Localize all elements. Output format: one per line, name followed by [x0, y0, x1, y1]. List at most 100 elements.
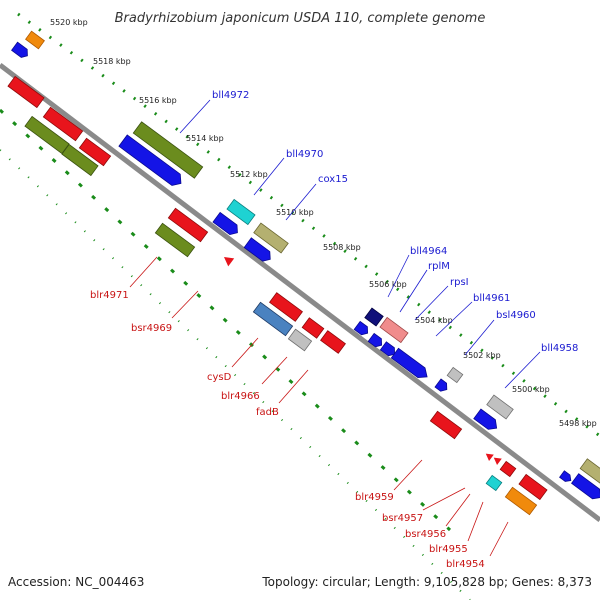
leader-line [278, 369, 309, 404]
gene-red-small[interactable] [483, 450, 494, 461]
gene-label[interactable]: blr4955 [429, 544, 468, 555]
gene-blue[interactable] [243, 237, 274, 264]
kbp-tick: 5516 kbp [139, 96, 177, 105]
reverse-labels: blr4971 bsr4969 cysD blr4966 fadB blr495… [90, 256, 509, 570]
gene-khaki[interactable] [253, 222, 289, 254]
gene-blue[interactable] [390, 347, 430, 381]
leader-line [253, 157, 285, 196]
gene-label[interactable]: bll4970 [286, 149, 323, 160]
gene-pink[interactable] [379, 316, 409, 344]
gene-label[interactable]: rpsI [450, 277, 469, 288]
gene-red[interactable] [499, 460, 517, 478]
kbp-tick: 5508 kbp [323, 243, 361, 252]
kbp-tick: 5498 kbp [559, 419, 597, 428]
gene-blue[interactable] [473, 408, 500, 433]
leader-line [467, 501, 484, 542]
genome-backbone [0, 63, 600, 522]
leader-line [435, 301, 473, 337]
gene-blue[interactable] [353, 320, 370, 337]
gene-label[interactable]: bll4961 [473, 293, 510, 304]
leader-line [422, 487, 466, 511]
leader-line [387, 254, 410, 298]
inner-dotted-track [0, 149, 471, 600]
leader-line [285, 183, 317, 221]
gene-red-small[interactable] [491, 454, 502, 465]
track-guides [0, 12, 600, 600]
gene-blue[interactable] [559, 470, 574, 484]
kbp-tick: 5506 kbp [369, 280, 407, 289]
gene-label[interactable]: fadB [256, 407, 279, 418]
gene-blue[interactable] [118, 134, 185, 189]
gene-red[interactable] [78, 137, 112, 167]
gene-orange[interactable] [504, 486, 538, 516]
kbp-tick: 5510 kbp [276, 208, 314, 217]
gene-label[interactable]: bsr4956 [405, 529, 446, 540]
leader-line [399, 269, 428, 313]
leader-line [179, 99, 211, 134]
gene-label[interactable]: bll4964 [410, 246, 447, 257]
gene-grey[interactable] [486, 394, 514, 420]
gene-red[interactable] [7, 75, 45, 109]
gene-red[interactable] [42, 106, 84, 142]
leader-line [504, 351, 541, 389]
gene-blue[interactable] [379, 341, 397, 358]
reverse-dotted-track [0, 108, 452, 532]
gene-blue[interactable] [571, 473, 600, 503]
gene-label[interactable]: blr4966 [221, 391, 260, 402]
gene-blue[interactable] [212, 211, 241, 237]
gene-red[interactable] [429, 410, 463, 440]
accession-text: Accession: NC_004463 [8, 575, 144, 589]
gene-label[interactable]: bsr4969 [131, 323, 172, 334]
gene-label[interactable]: bsl4960 [496, 310, 536, 321]
gene-label[interactable]: bll4972 [212, 90, 249, 101]
gene-navy[interactable] [364, 307, 384, 327]
gene-label[interactable]: rplM [428, 261, 450, 272]
kbp-tick: 5500 kbp [512, 385, 550, 394]
genome-summary: Topology: circular; Length: 9,105,828 bp… [261, 575, 592, 589]
gene-orange[interactable] [25, 30, 45, 50]
kbp-tick: 5518 kbp [93, 57, 131, 66]
gene-red[interactable] [269, 292, 303, 322]
gene-red[interactable] [301, 317, 325, 339]
gene-cyan[interactable] [226, 198, 256, 226]
gene-blue[interactable] [434, 378, 450, 394]
kbp-tick: 5502 kbp [463, 351, 501, 360]
leader-line [464, 319, 495, 356]
outer-dotted-track [17, 12, 600, 438]
gene-label[interactable]: blr4959 [355, 492, 394, 503]
map-title: Bradyrhizobium japonicum USDA 110, compl… [115, 11, 486, 26]
gene-cyan[interactable] [485, 474, 503, 492]
gene-steel[interactable] [252, 301, 294, 337]
gene-khaki[interactable] [579, 458, 600, 486]
gene-blue[interactable] [11, 41, 31, 60]
gene-label[interactable]: cysD [207, 372, 232, 383]
gene-olive[interactable] [61, 143, 99, 177]
gene-label[interactable]: cox15 [318, 174, 348, 185]
kbp-scale: 5520 kbp 5518 kbp 5516 kbp 5514 kbp 5512… [50, 18, 597, 428]
gene-olive[interactable] [154, 222, 196, 258]
leader-line [261, 356, 288, 385]
leader-line [129, 256, 158, 288]
gene-olive[interactable] [132, 121, 204, 179]
gene-red[interactable] [320, 330, 346, 354]
forward-labels: bll4972 bll4970 cox15 bll4964 rplM rpsI … [179, 90, 578, 389]
gene-label[interactable]: bll4958 [541, 343, 578, 354]
gene-grey[interactable] [446, 366, 464, 384]
gene-red-small[interactable] [221, 253, 235, 267]
gene-features [7, 30, 600, 516]
gene-blue[interactable] [367, 332, 384, 349]
gene-label[interactable]: blr4971 [90, 290, 129, 301]
gene-red[interactable] [518, 473, 548, 501]
kbp-tick: 5514 kbp [186, 134, 224, 143]
leader-line [445, 493, 471, 527]
kbp-tick: 5520 kbp [50, 18, 88, 27]
leader-line [393, 459, 423, 491]
kbp-tick: 5504 kbp [415, 316, 453, 325]
gene-label[interactable]: bsr4957 [382, 513, 423, 524]
leader-line [171, 290, 199, 319]
leader-line [414, 285, 449, 321]
gene-label[interactable]: blr4954 [446, 559, 485, 570]
gene-red[interactable] [167, 207, 209, 243]
gene-grey[interactable] [287, 328, 313, 352]
